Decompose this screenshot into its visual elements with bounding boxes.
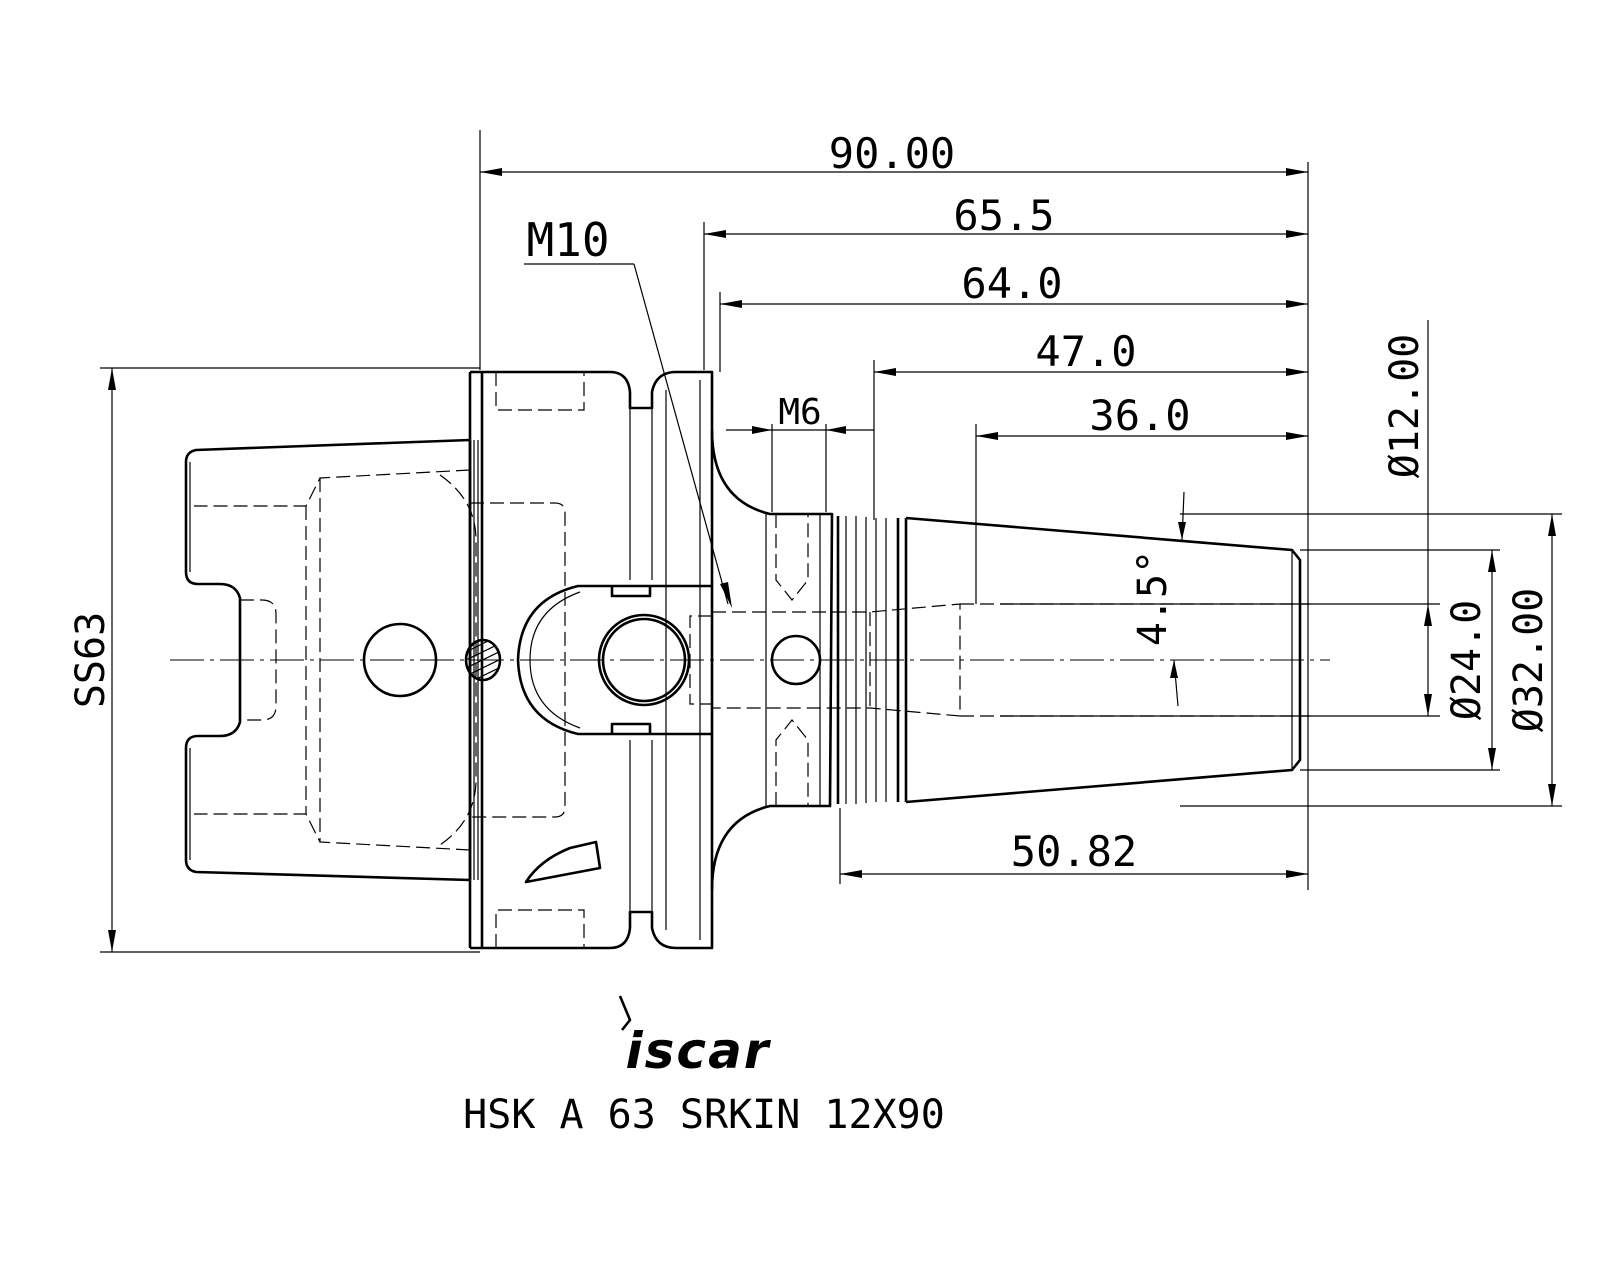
- flange-body: [464, 370, 714, 950]
- hsk-shank: [184, 438, 566, 882]
- dim-dia-24: Ø24.0: [1444, 600, 1490, 720]
- dimensions: [100, 130, 1562, 953]
- collet-nose: [689, 429, 961, 891]
- dim-taper-angle: 4.5°: [1130, 550, 1176, 646]
- product-code: HSK A 63 SRKIN 12X90: [463, 1092, 945, 1138]
- dim-overall-length: 90.00: [829, 129, 955, 178]
- dim-dia-12: Ø12.00: [1382, 334, 1428, 479]
- label-m6: M6: [778, 392, 821, 433]
- dim-47-0: 47.0: [1035, 327, 1136, 376]
- label-m10: M10: [526, 213, 609, 267]
- dim-65-5: 65.5: [953, 191, 1054, 240]
- dim-64-0: 64.0: [961, 259, 1062, 308]
- dim-50-82: 50.82: [1011, 827, 1137, 876]
- iscar-logo: iscar: [618, 995, 772, 1080]
- dim-ss63: SS63: [68, 612, 114, 708]
- dim-36-0: 36.0: [1089, 391, 1190, 440]
- logo-text: iscar: [626, 1022, 772, 1080]
- dim-dia-32: Ø32.00: [1506, 588, 1552, 733]
